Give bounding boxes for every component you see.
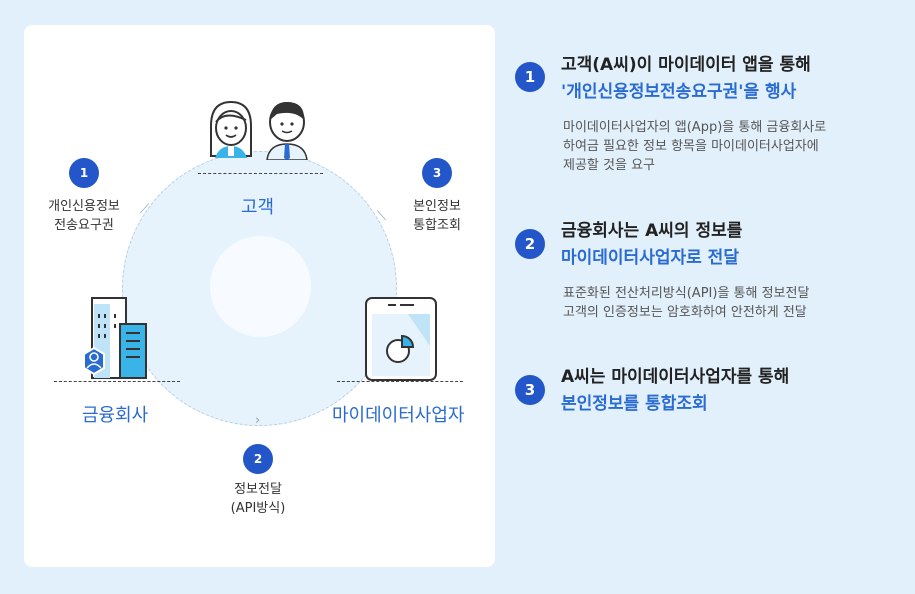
list-item-3-badge: 3 — [515, 375, 545, 405]
list-item-3-title-line1: A씨는 마이데이터사업자를 통해 — [561, 367, 790, 387]
list-item-2-title: 금융회사는 A씨의 정보를 마이데이터사업자로 전달 — [561, 218, 742, 272]
list-item-3-title: A씨는 마이데이터사업자를 통해 본인정보를 통합조회 — [561, 364, 789, 418]
list-item-2-desc: 표준화된 전산처리방식(API)을 통해 정보전달 고객의 인증정보는 암호화하… — [563, 284, 809, 322]
step-1-badge: 1 — [69, 158, 99, 188]
building-icon — [83, 297, 147, 379]
step-3-label: 본인정보 통합조회 — [399, 197, 475, 235]
list-item-2-badge: 2 — [515, 229, 545, 259]
customer-label: 고객 — [241, 197, 275, 218]
step-2-line1: 정보전달 — [234, 482, 282, 497]
step-2-badge: 2 — [243, 444, 273, 474]
step-2-line2: (API방식) — [230, 501, 286, 516]
list-item-3-title-line2: 본인정보를 통합조회 — [561, 394, 708, 414]
list-item-2-title-line1: 금융회사는 A씨의 정보를 — [561, 221, 743, 241]
list-item-2-desc-line1: 표준화된 전산처리방식(API)을 통해 정보전달 — [563, 286, 810, 301]
list-item-1-title: 고객(A씨)이 마이데이터 앱을 통해 '개인신용정보전송요구권'을 행사 — [561, 52, 811, 106]
step-1-label: 개인신용정보 전송요구권 — [36, 197, 132, 235]
customer-icon — [210, 100, 308, 160]
step-3-line2: 통합조회 — [413, 218, 461, 233]
step-1-line2: 전송요구권 — [54, 218, 114, 233]
list-item-1-badge: 1 — [515, 62, 545, 92]
list-item-1-desc-line1: 마이데이터사업자의 앱(App)을 통해 금융회사로 — [563, 120, 827, 135]
smartphone-icon — [365, 297, 437, 381]
arrow-bottom-icon: › — [255, 413, 261, 428]
step-3-line1: 본인정보 — [413, 199, 461, 214]
customer-baseline — [198, 173, 323, 174]
list-item-1-title-line1: 고객(A씨)이 마이데이터 앱을 통해 — [561, 55, 811, 75]
financial-baseline — [54, 381, 180, 382]
step-1-line1: 개인신용정보 — [48, 199, 120, 214]
mydata-label: 마이데이터사업자 — [332, 405, 465, 426]
financial-label: 금융회사 — [82, 405, 149, 426]
list-item-2-desc-line2: 고객의 인증정보는 암호화하여 안전하게 전달 — [563, 305, 807, 320]
list-item-1-title-line2: '개인신용정보전송요구권'을 행사 — [561, 82, 797, 102]
step-3-badge: 3 — [422, 158, 452, 188]
mydata-baseline — [337, 381, 463, 382]
list-item-2-title-line2: 마이데이터사업자로 전달 — [561, 248, 739, 268]
step-2-label: 정보전달 (API방식) — [213, 480, 303, 518]
list-item-1-desc-line3: 제공할 것을 요구 — [563, 158, 655, 173]
arrow-left-icon: ⟋ — [140, 202, 150, 217]
list-item-1-desc: 마이데이터사업자의 앱(App)을 통해 금융회사로 하여금 필요한 정보 항목… — [563, 118, 826, 175]
list-item-1-desc-line2: 하여금 필요한 정보 항목을 마이데이터사업자에 — [563, 139, 819, 154]
arrow-right-icon: ⟍ — [377, 209, 387, 224]
cycle-center — [210, 236, 311, 337]
